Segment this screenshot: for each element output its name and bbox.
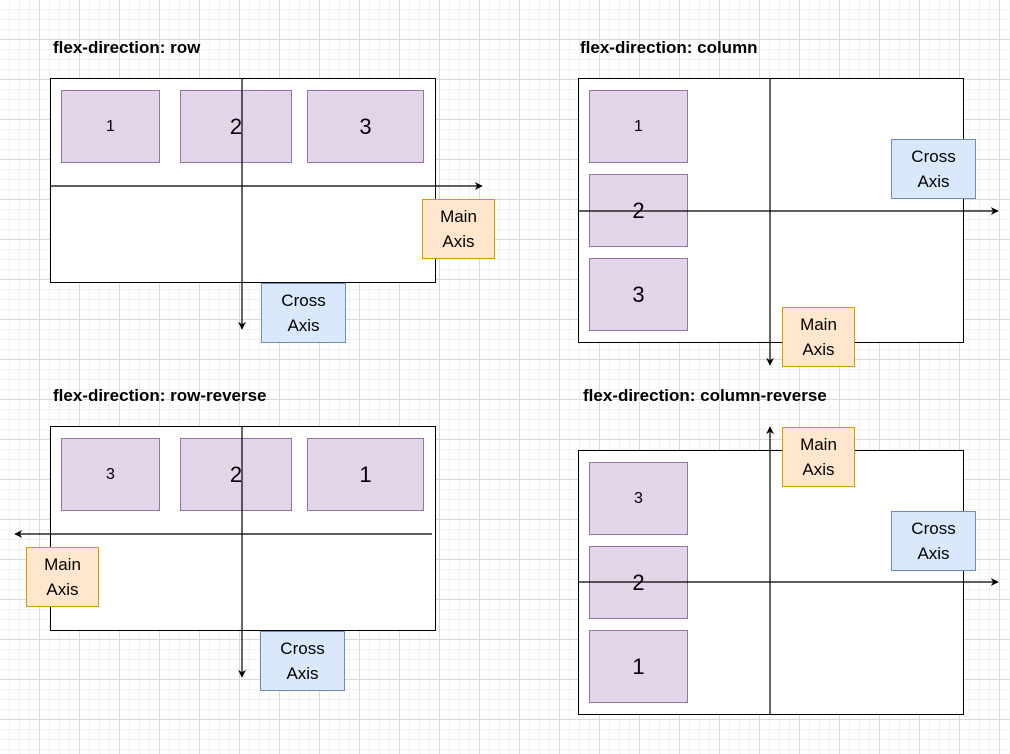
flex-item: 1 xyxy=(307,438,424,511)
flex-item: 2 xyxy=(589,546,688,619)
cross-axis-label: Cross Axis xyxy=(261,283,346,343)
flex-item: 3 xyxy=(589,258,688,331)
main-axis-label: Main Axis xyxy=(26,547,99,607)
flex-item: 1 xyxy=(589,90,688,163)
flex-item: 3 xyxy=(61,438,160,511)
panel-column-title: flex-direction: column xyxy=(580,38,758,57)
flex-item: 1 xyxy=(61,90,160,163)
flex-item: 3 xyxy=(589,462,688,535)
cross-axis-label: Cross Axis xyxy=(260,631,345,691)
main-axis-label: Main Axis xyxy=(782,427,855,487)
main-axis-label: Main Axis xyxy=(422,199,495,259)
main-axis-label: Main Axis xyxy=(782,307,855,367)
flex-item: 2 xyxy=(180,90,292,163)
flex-item: 1 xyxy=(589,630,688,703)
flex-item: 2 xyxy=(589,174,688,247)
cross-axis-label: Cross Axis xyxy=(891,511,976,571)
panel-column-reverse-title: flex-direction: column-reverse xyxy=(583,386,827,405)
panel-row-title: flex-direction: row xyxy=(53,38,201,57)
flex-item: 3 xyxy=(307,90,424,163)
flex-item: 2 xyxy=(180,438,292,511)
panel-row-reverse-title: flex-direction: row-reverse xyxy=(53,386,267,405)
cross-axis-label: Cross Axis xyxy=(891,139,976,199)
